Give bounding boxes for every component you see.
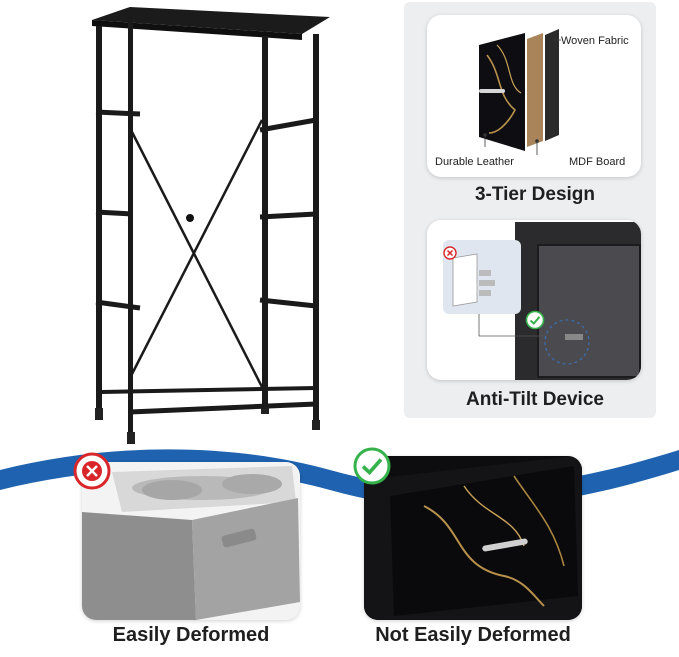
firm-drawer-card [364,456,582,620]
caption-not-easily-deformed: Not Easily Deformed [375,624,571,646]
wrong-install-inset [443,240,521,314]
anti-tilt-card [427,220,641,380]
deformed-bin-card [82,462,300,620]
cross-icon [443,246,457,260]
anti-tilt-detail [478,314,590,365]
check-icon [525,310,545,330]
check-badge-icon [353,447,391,485]
cross-badge-icon [73,452,111,490]
material-layers-card: Woven Fabric Durable Leather MDF Board [427,15,641,177]
drawer-side-image [515,222,641,380]
caption-easily-deformed: Easily Deformed [112,624,270,646]
caption-3-tier-design: 3-Tier Design [474,184,596,205]
layer-panels-illustration [479,29,561,155]
shelf-frame-illustration [92,7,330,444]
layer-label-mdf-board: MDF Board [569,156,626,168]
gray-fabric-bin-illustration [82,466,300,620]
caption-anti-tilt-device: Anti-Tilt Device [466,389,604,410]
layer-label-woven-fabric: Woven Fabric [561,35,629,47]
layer-label-durable-leather: Durable Leather [435,156,514,168]
black-drawer-illustration [364,456,582,620]
